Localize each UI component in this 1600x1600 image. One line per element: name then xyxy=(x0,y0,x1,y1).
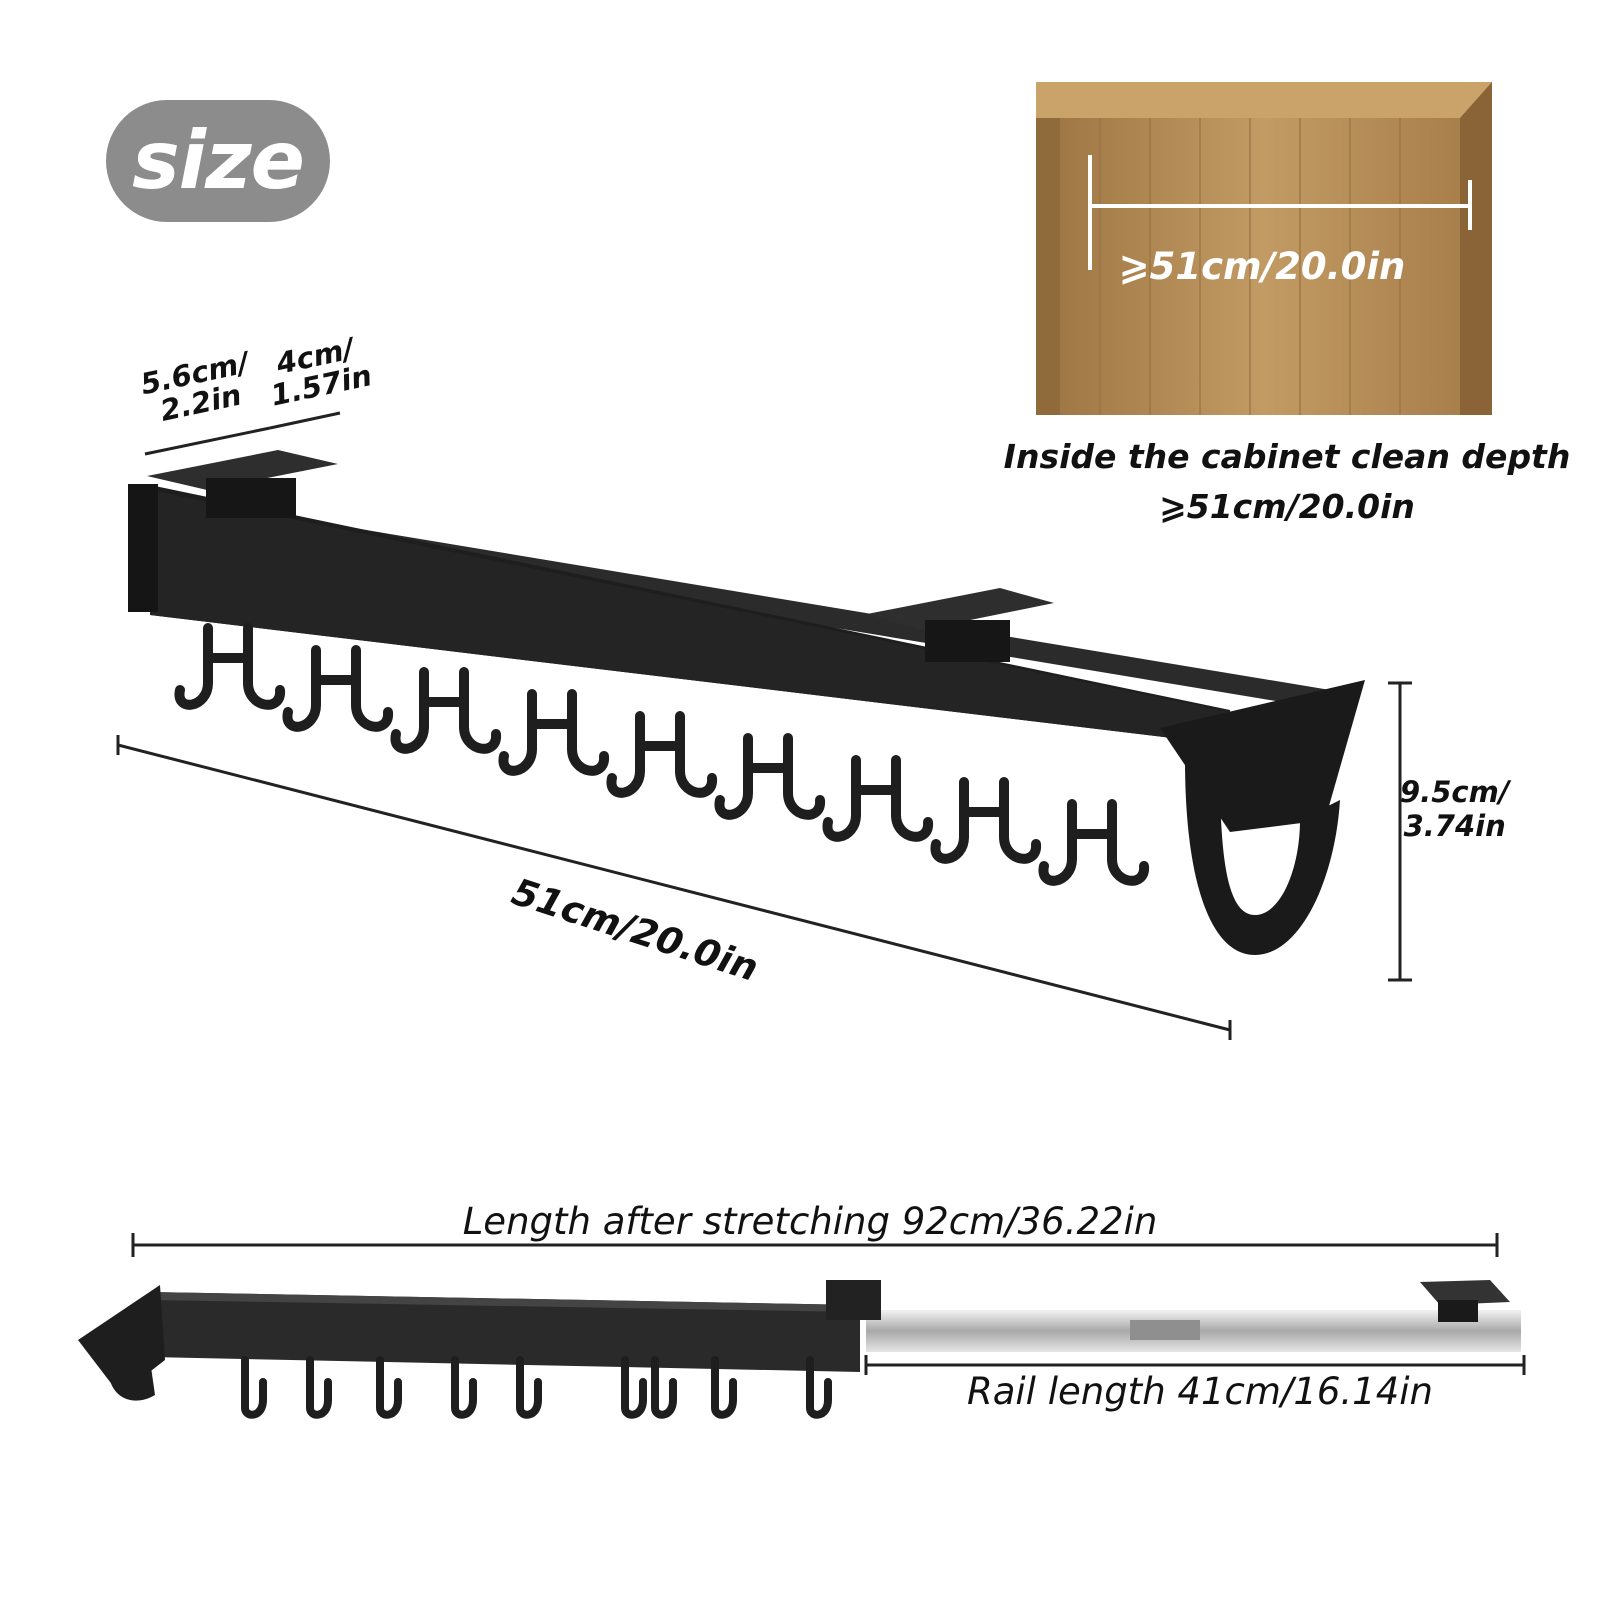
mounting-plate xyxy=(867,588,1054,662)
plate-width-dimension-line xyxy=(144,426,271,456)
cabinet-caption-line2: ⩾51cm/20.0in xyxy=(1159,487,1415,526)
height-line2: 3.74in xyxy=(1403,809,1506,843)
mounting-plate xyxy=(826,1280,881,1320)
cabinet-caption: Inside the cabinet clean depth ⩾51cm/20.… xyxy=(1004,432,1571,532)
length-dimension-line xyxy=(117,743,1231,1032)
hook xyxy=(306,1356,332,1419)
cabinet-depth-label: ⩾51cm/20.0in xyxy=(1118,245,1406,288)
height-label: 9.5cm/ 3.74in xyxy=(1400,775,1509,843)
hook xyxy=(498,689,609,776)
hook-row xyxy=(241,1356,832,1419)
stretch-length-label: Length after stretching 92cm/36.22in xyxy=(462,1200,1158,1243)
mounting-plate xyxy=(1420,1280,1510,1305)
hook xyxy=(376,1356,402,1419)
dimension-lines xyxy=(116,411,1412,1040)
rail-length-label: Rail length 41cm/16.14in xyxy=(967,1370,1433,1413)
hook xyxy=(451,1356,477,1419)
hook xyxy=(714,733,825,820)
hook xyxy=(651,1356,677,1419)
hook xyxy=(174,623,285,710)
hook xyxy=(241,1356,267,1419)
hook xyxy=(1038,799,1149,886)
cabinet-image xyxy=(1036,82,1492,415)
rack-main xyxy=(128,450,1365,955)
hook xyxy=(822,755,933,842)
hook xyxy=(711,1356,737,1419)
rack-extended xyxy=(78,1233,1526,1419)
mounting-plate xyxy=(147,450,338,518)
hook xyxy=(282,645,393,732)
hook xyxy=(806,1356,832,1419)
plate-depth-dimension-line xyxy=(269,411,341,430)
hook xyxy=(930,777,1041,864)
cabinet-depth-arrow xyxy=(1088,155,1472,270)
size-badge: size xyxy=(106,100,330,222)
height-line1: 9.5cm/ xyxy=(1400,775,1510,809)
hook-row xyxy=(174,623,1149,886)
hook xyxy=(516,1356,542,1419)
hook xyxy=(390,667,501,754)
end-handle xyxy=(1160,680,1365,955)
hook xyxy=(621,1356,647,1419)
cabinet-caption-line1: Inside the cabinet clean depth xyxy=(1003,437,1571,476)
hook xyxy=(606,711,717,798)
